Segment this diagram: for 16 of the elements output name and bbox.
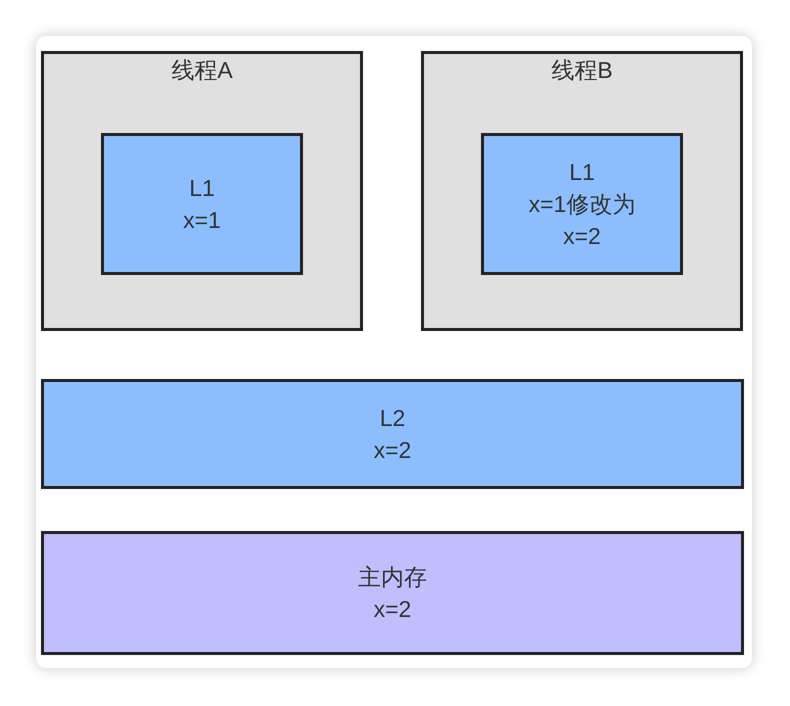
cache-box — [481, 133, 683, 275]
variable-value: x=1 — [182, 206, 222, 235]
cache-level-label: L2 — [379, 404, 406, 433]
memory-box — [41, 531, 744, 655]
thread-title: 线程A — [170, 56, 234, 85]
cache-level-label: L1 — [568, 158, 596, 187]
thread-box — [41, 51, 363, 331]
memory-label: 主内存 — [358, 563, 428, 592]
cache-box — [101, 133, 303, 275]
thread-title: 线程B — [550, 56, 614, 85]
variable-value: x=2 — [373, 436, 412, 465]
thread-box — [421, 51, 743, 331]
variable-value: x=2 — [373, 595, 412, 624]
cache-level-label: L1 — [188, 174, 216, 203]
variable-update-text: x=1修改为 x=2 — [528, 190, 636, 251]
cache-box — [41, 379, 744, 489]
